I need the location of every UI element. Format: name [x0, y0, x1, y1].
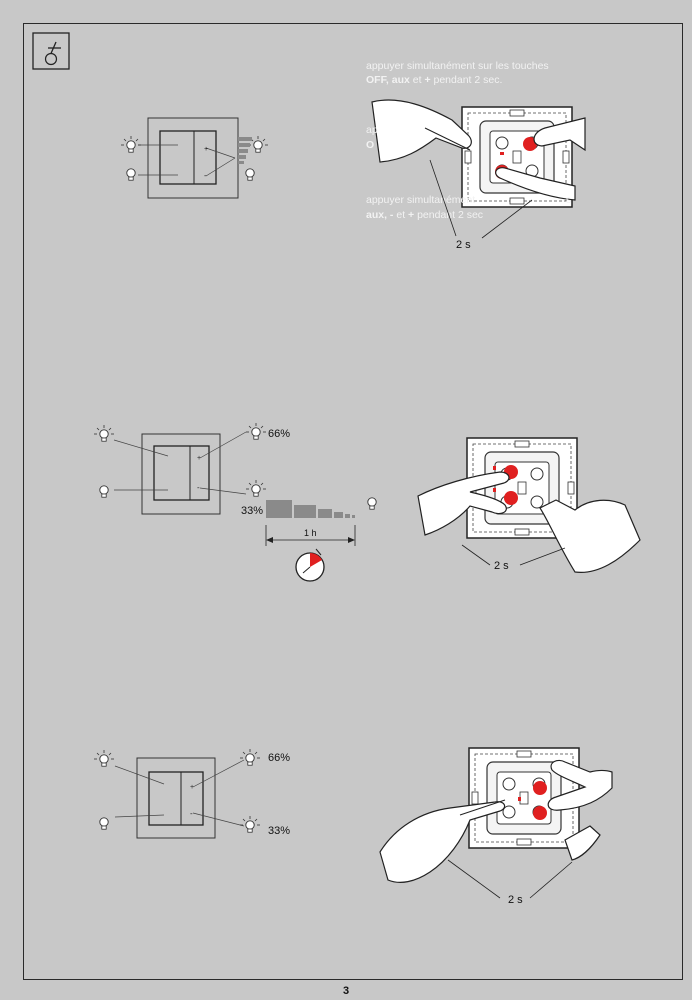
svg-text:1 h: 1 h [304, 528, 317, 538]
hand-left-2 [417, 471, 510, 536]
hint-text-1: appuyer simultanément sur les touches OF… [366, 60, 571, 221]
press-points-3 [518, 781, 547, 820]
level-high-label: 66% [268, 428, 290, 440]
hand-right-top-1 [533, 117, 586, 152]
svg-text:-: - [197, 483, 200, 492]
svg-text:aux, - et + pendant 2 sec: aux, - et + pendant 2 sec [366, 209, 483, 221]
svg-text:O: O [366, 139, 374, 151]
stopwatch-icon [295, 548, 325, 582]
switch-diagram-3: + - [114, 757, 245, 839]
level-low-label: 33% [241, 505, 263, 517]
svg-text:appuyer simultanément: appuyer simultanément [366, 194, 475, 206]
page-number: 3 [342, 985, 350, 997]
duration-callout-2: 2 s [461, 544, 566, 572]
svg-text:ap: ap [366, 124, 378, 136]
timer-span: 1 h [265, 525, 356, 546]
svg-text:2 s: 2 s [494, 560, 509, 572]
svg-text:appuyer simultanément sur les: appuyer simultanément sur les touches [366, 60, 549, 72]
svg-text:s: s [566, 194, 571, 206]
hand-right-3 [547, 759, 613, 861]
switch-diagram-2: + - [113, 431, 247, 515]
svg-text:-: - [190, 809, 193, 818]
svg-text:+: + [190, 784, 194, 791]
hand-left-3 [379, 799, 506, 883]
hand-right-2 [539, 499, 641, 573]
svg-text:2 s: 2 s [456, 239, 471, 251]
dimming-ramp-vertical [238, 137, 252, 164]
level-low-label: 33% [268, 825, 290, 837]
duration-callout-1: 2 s [429, 159, 533, 251]
page-frame [23, 23, 683, 980]
level-high-label: 66% [268, 752, 290, 764]
duration-callout-3: 2 s [447, 859, 573, 906]
svg-text:OFF,aux et + pendant 2 sec.: OFF,aux et + pendant 2 sec. [366, 74, 502, 86]
svg-text:+: + [197, 455, 201, 462]
hand-right-bottom-1 [495, 167, 576, 201]
svg-text:2 s: 2 s [508, 894, 523, 906]
svg-text:+: + [204, 146, 208, 153]
dimming-ramp-horizontal [266, 500, 355, 518]
svg-text:-: - [204, 171, 207, 180]
hand-left-1 [371, 99, 472, 163]
installer-tool-icon [32, 32, 70, 70]
